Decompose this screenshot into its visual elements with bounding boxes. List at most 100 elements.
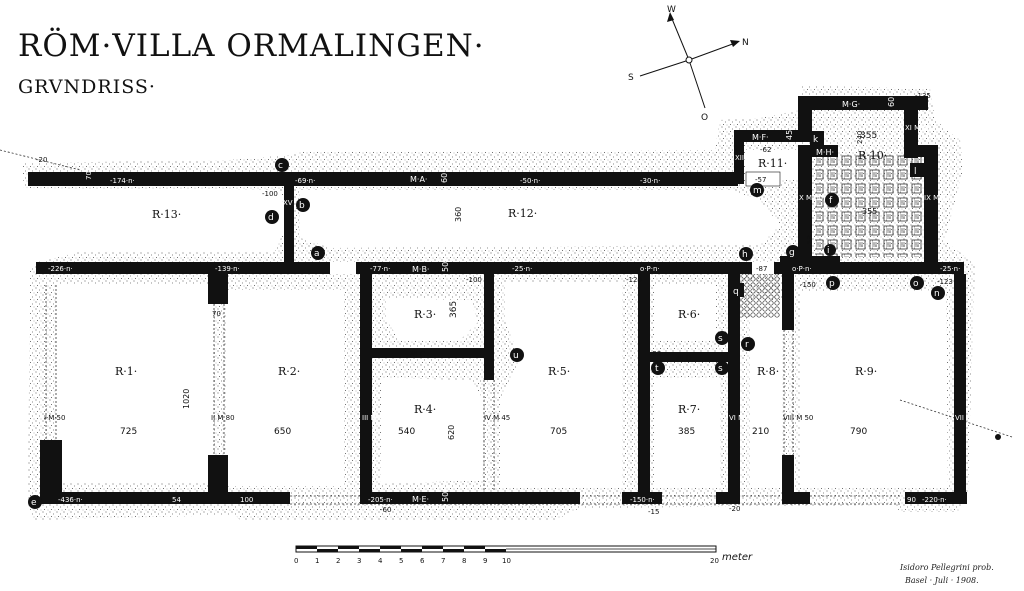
level-mark: 54 [172,496,181,504]
room-interiors [40,150,948,488]
wall-label-mc: M·C· [410,350,428,359]
letter-marker: t [655,364,659,374]
scale-unit: meter [722,552,753,563]
scale-tick: 20 [710,557,719,565]
wall-label-mg: M·G· [842,100,860,109]
compass-east-label: N [742,38,749,48]
reference-letters: a b c d e f g h i k l m n o p q r s s t … [28,131,945,509]
scale-tick: 3 [357,557,361,565]
wall-vi-left [638,274,650,504]
level-mark: 100 [240,496,253,504]
wall-label-vii: VII M 45 [955,414,983,422]
wall-label-vi: VI M 45 [729,414,755,422]
signature-line-2: Basel · Juli · 1908. [905,576,979,585]
level-mark: -436·n· [58,496,83,504]
dim-360: 360 [454,207,463,222]
wall-iv [484,274,494,380]
room-area-r8: 210 [752,427,769,437]
wall-label-ma: M·A· [410,175,427,184]
walls [28,96,967,504]
level-mark: -30·n· [640,177,660,185]
letter-marker: a [314,249,320,259]
room-label-r2: R·2· [278,365,300,378]
letter-marker: u [513,351,519,361]
plan-subtitle: GRVNDRISS· [18,76,156,98]
wall-mb [36,262,964,274]
room-label-r3: R·3· [414,308,436,321]
wall-mc [372,348,492,358]
level-mark: -205·n· [368,496,393,504]
letter-marker: e [31,498,37,508]
signature-line-1: Isidoro Pellegrini prob. [900,563,994,572]
compass-west-label: S [628,73,634,83]
wall-x [798,145,812,262]
wall-viii-bottom [782,455,794,495]
wall-label-ma-w: 60 [440,173,449,183]
room-label-r1: R·1· [115,365,137,378]
wall-label-ix: IX M 60 [924,194,950,202]
level-mark: -100 [466,276,482,284]
wall-label-iii: III M 45 [362,414,388,422]
wall-label-mb-w: 50 [441,262,450,272]
survey-point-icon [995,434,1001,440]
wall-label-mf-w: 45 [785,130,794,140]
level-mark: -25·n· [940,265,960,273]
room-label-r5: R·5· [548,365,570,378]
level-mark: -123 [937,278,953,286]
level-mark: -150 [800,281,816,289]
scale-tick: 0 [294,557,298,565]
wall-vii [954,274,966,504]
level-mark: -20 [36,156,47,164]
wall-vi [728,274,740,492]
level-mark: -60 [380,506,391,514]
dim-240: 240 [856,131,864,144]
letter-marker: d [268,213,274,223]
scale-tick: 4 [378,557,383,565]
room-label-r9: R·9· [855,365,877,378]
letter-marker: c [278,161,283,171]
wall-md [650,352,732,362]
dim-620: 620 [447,425,456,440]
level-mark: -87 [756,265,767,273]
compass-north-label: W [667,5,676,15]
room-area-r4: 540 [398,427,415,437]
level-mark: -15 [648,508,659,516]
level-mark: -105 [711,177,727,185]
wall-label-viii: VIII M 50 [783,414,813,422]
wall-label-me-w: 50 [441,492,450,502]
wall-label-mb: M·B· [412,265,429,274]
level-mark: o·P·n· [640,265,660,273]
letter-marker: p [829,279,835,289]
dim-70: 70 [212,310,221,318]
compass-south-label: O [701,113,708,123]
wall-ix [924,145,938,262]
dim-1020: 1020 [182,389,191,409]
scale-tick: 8 [462,557,466,565]
level-mark: -226·n· [48,265,73,273]
level-mark: -20 [729,505,740,513]
wall-label-ii: II M 80 [211,414,235,422]
letter-marker: b [299,201,305,211]
compass-rose: W N S O [628,5,749,123]
level-mark: -220·n· [922,496,947,504]
wall-label-xiii: XIII M [735,154,754,162]
room-label-r11: R·11· [758,157,787,170]
wall-viii-top [782,274,794,330]
letter-marker: l [914,167,917,177]
letter-marker: r [745,340,749,350]
wall-mf [734,130,812,142]
room-area-r7: 385 [678,427,695,437]
letter-marker: i [827,246,830,256]
wall-ii-bottom [208,455,228,504]
wall-label-me: M·E· [412,495,429,504]
wall-i [40,440,62,504]
letter-marker: s [718,334,723,344]
level-mark: o·P·n· [792,265,812,273]
level-mark: -100 [262,190,278,198]
letter-marker: s [718,364,723,374]
scale-tick: 5 [399,557,403,565]
room-label-r10: R·10· [858,149,887,162]
wall-xiii [734,142,744,184]
room-area-r1: 725 [120,427,137,437]
